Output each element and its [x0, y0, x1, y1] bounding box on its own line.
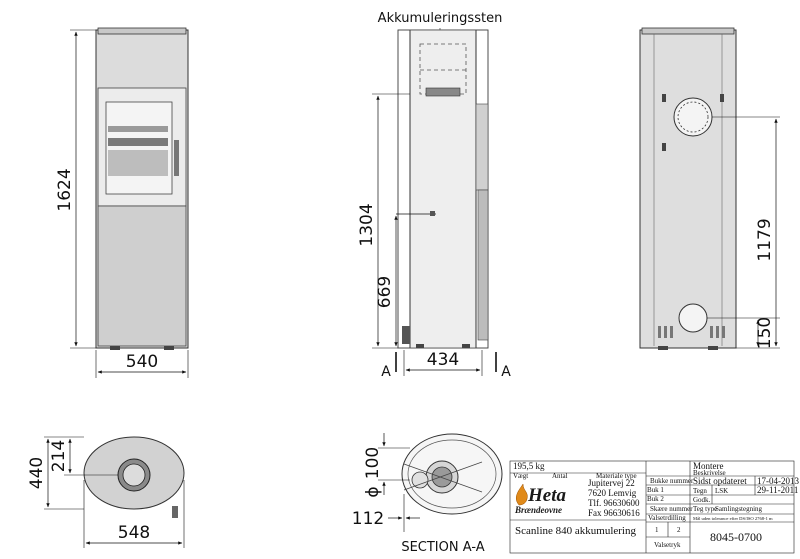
drawing-type: Samlingstegning: [715, 505, 763, 513]
plan-offset-dim: 214: [49, 440, 69, 472]
approved-label: Godk.: [693, 496, 711, 504]
section-mark-right: A: [501, 364, 511, 380]
plan-width-dim: 548: [118, 523, 150, 543]
section-width-dim: 434: [427, 350, 459, 370]
skaere-label: Skære nummer: [650, 505, 693, 513]
title-block: [509, 460, 795, 554]
section-height-dim: 1304: [357, 203, 377, 246]
front-height-dim: 1624: [55, 168, 75, 211]
section-outlet-dim: 669: [375, 276, 395, 308]
drawn-by: LSK: [715, 487, 728, 495]
bukke-1: Buk 1: [647, 486, 664, 494]
detail-offset-dim: 112: [352, 509, 384, 529]
col-weight: Vægt: [513, 472, 528, 480]
view-1: 1: [655, 526, 659, 534]
col-material: Materiale type: [596, 472, 637, 480]
drawn-date: 29-11-2011: [757, 485, 798, 495]
drawn-label: Tegn: [693, 487, 707, 495]
plan-view: 440 214 548: [27, 436, 185, 548]
bukke-2: Buk 2: [647, 495, 664, 503]
address-street: Jupitervej 22: [588, 478, 635, 488]
section-mark-left: A: [381, 364, 391, 380]
weight-value: 195,5 kg: [513, 461, 545, 471]
stone-callout: Akkumuleringssten: [378, 11, 503, 26]
section-detail: 100 ϕ 112 SECTION A-A: [352, 433, 503, 555]
flame-icon: [516, 483, 528, 506]
address-city: 7620 Lemvig: [588, 488, 637, 498]
diameter-symbol: ϕ: [363, 486, 383, 497]
fax: Fax 96630616: [588, 508, 640, 518]
company-sub: Brændeovne: [514, 505, 562, 515]
updated-date: 17-04-2013: [757, 476, 799, 486]
bukke-label: Bukke nummer: [650, 477, 694, 485]
drawing-number: 8045-0700: [710, 530, 762, 544]
section-label: SECTION A-A: [401, 540, 484, 555]
tolerance-note: Mål uden tolerance efter DS/ISO 2768-1 m: [693, 516, 773, 521]
updated-label: Sidst opdateret: [693, 476, 747, 486]
phone: Tlf. 96630600: [588, 498, 640, 508]
company-name: Heta: [527, 485, 566, 506]
back-outlet-dim: 1179: [755, 218, 775, 261]
product-name: Scanline 840 akkumulering: [515, 525, 636, 537]
front-width-dim: 540: [126, 352, 158, 372]
title-block-text: 195,5 kg Vægt Antal Materiale type Heta …: [513, 461, 799, 549]
title-sub: Beskrivelse: [693, 469, 726, 477]
title-top: Montere: [693, 461, 724, 471]
plan-depth-dim: 440: [27, 457, 47, 489]
view-label: Valsetrdilling: [648, 514, 686, 522]
drawing-type-label: Teg type: [693, 505, 717, 513]
view-2: 2: [677, 526, 681, 534]
detail-diameter-dim: 100: [363, 447, 383, 479]
back-view: 1179 150: [639, 27, 780, 350]
section-view: Akkumuleringssten 1304 669 434: [357, 11, 511, 380]
back-inlet-dim: 150: [755, 317, 775, 349]
front-view: 1624 540: [55, 27, 189, 378]
col-qty: Antal: [552, 472, 568, 480]
valse-label: Valsetryk: [654, 541, 681, 549]
